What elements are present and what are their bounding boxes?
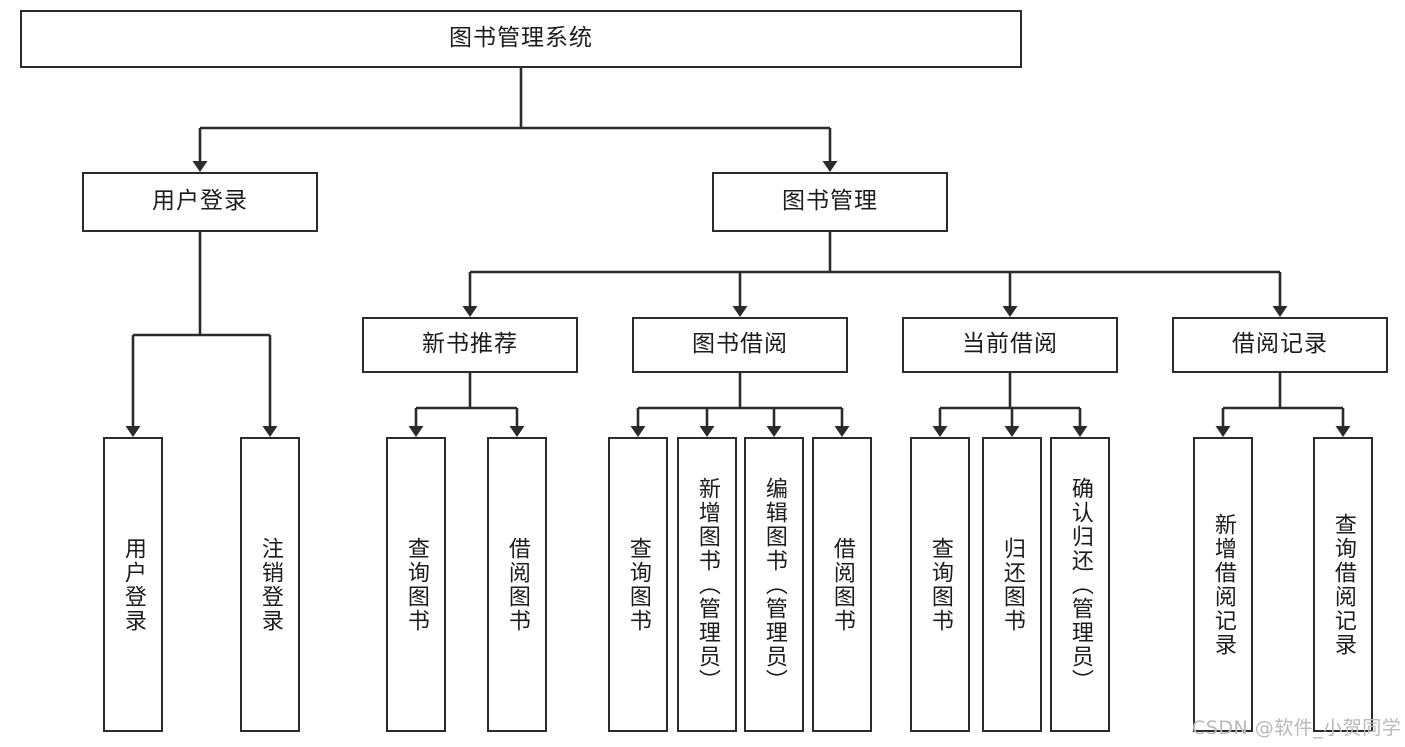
node-user-login[interactable]: 用户登录	[82, 172, 318, 232]
node-current-borrow[interactable]: 当前借阅	[902, 317, 1118, 373]
leaf-user-login-label: 用户登录	[120, 536, 146, 633]
node-current-borrow-label: 当前借阅	[962, 331, 1058, 358]
leaf-borrow-book[interactable]: 借阅图书	[812, 437, 872, 732]
node-user-login-label: 用户登录	[152, 188, 248, 215]
leaf-query-book-cur[interactable]: 查询图书	[910, 437, 970, 732]
leaf-query-record[interactable]: 查询借阅记录	[1313, 437, 1373, 732]
leaf-return-book-label: 归还图书	[999, 536, 1025, 633]
node-root[interactable]: 图书管理系统	[20, 10, 1022, 68]
leaf-user-login[interactable]: 用户登录	[103, 437, 163, 732]
node-book-management-label: 图书管理	[782, 188, 878, 215]
leaf-borrow-book-rec[interactable]: 借阅图书	[487, 437, 547, 732]
leaf-confirm-return[interactable]: 确认归还（管理员）	[1050, 437, 1110, 732]
leaf-query-book-label: 查询图书	[625, 536, 651, 633]
leaf-query-book-cur-label: 查询图书	[927, 536, 953, 633]
leaf-query-record-label: 查询借阅记录	[1330, 512, 1356, 657]
leaf-borrow-book-rec-label: 借阅图书	[504, 536, 530, 633]
leaf-borrow-book-label: 借阅图书	[829, 536, 855, 633]
leaf-logout[interactable]: 注销登录	[240, 437, 300, 732]
leaf-add-book-admin[interactable]: 新增图书（管理员）	[677, 437, 737, 732]
leaf-edit-book-admin-label: 编辑图书（管理员）	[761, 476, 787, 693]
leaf-query-book-rec[interactable]: 查询图书	[386, 437, 446, 732]
node-borrow-record[interactable]: 借阅记录	[1172, 317, 1388, 373]
node-borrow-record-label: 借阅记录	[1232, 331, 1328, 358]
leaf-confirm-return-label: 确认归还（管理员）	[1067, 476, 1093, 693]
leaf-logout-label: 注销登录	[257, 536, 283, 633]
leaf-add-record[interactable]: 新增借阅记录	[1193, 437, 1253, 732]
watermark: CSDN @软件_小贺同学	[1192, 717, 1402, 739]
node-book-management[interactable]: 图书管理	[712, 172, 948, 232]
leaf-query-book[interactable]: 查询图书	[608, 437, 668, 732]
node-book-borrow[interactable]: 图书借阅	[632, 317, 848, 373]
node-root-label: 图书管理系统	[449, 25, 593, 52]
node-book-borrow-label: 图书借阅	[692, 331, 788, 358]
leaf-edit-book-admin[interactable]: 编辑图书（管理员）	[744, 437, 804, 732]
leaf-add-book-admin-label: 新增图书（管理员）	[694, 476, 720, 693]
node-new-book-recommend-label: 新书推荐	[422, 331, 518, 358]
node-new-book-recommend[interactable]: 新书推荐	[362, 317, 578, 373]
leaf-add-record-label: 新增借阅记录	[1210, 512, 1236, 657]
leaf-query-book-rec-label: 查询图书	[403, 536, 429, 633]
leaf-return-book[interactable]: 归还图书	[982, 437, 1042, 732]
